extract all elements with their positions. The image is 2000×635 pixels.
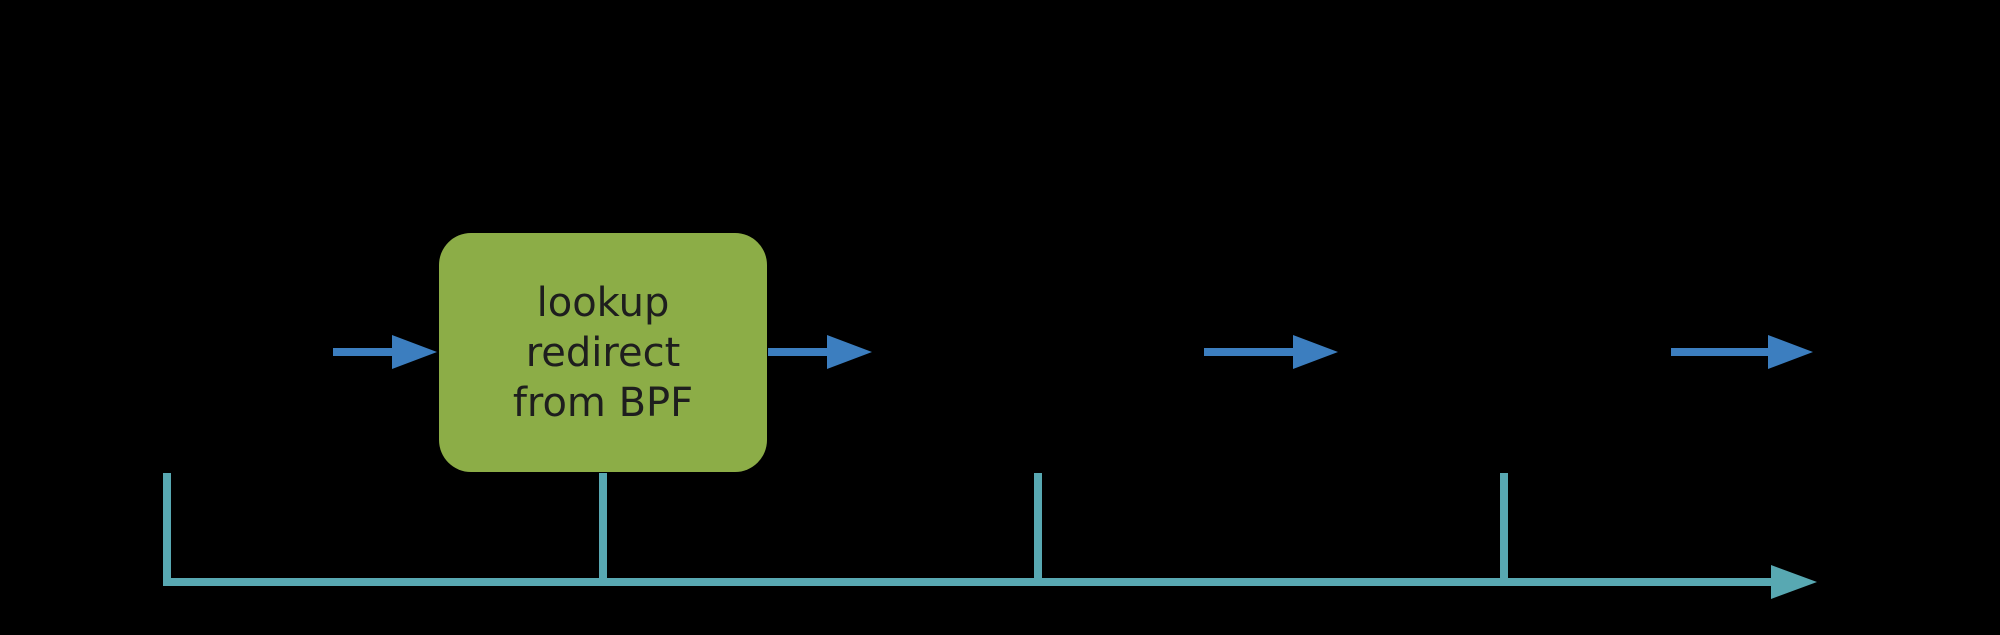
timeline-tick-1 [163,473,171,586]
timeline-axis [163,578,1771,586]
arrow-shaft [333,348,392,356]
arrow-shaft [1204,348,1293,356]
timeline-arrow-head-icon [1771,565,1817,599]
lookup-redirect-box: lookup redirect from BPF [439,233,767,472]
arrow-head [827,335,872,369]
arrow-shaft [768,348,827,356]
arrow-head [1768,335,1813,369]
timeline-tick-3 [1034,473,1042,586]
arrow-shaft [1671,348,1768,356]
timeline-tick-2 [599,473,607,586]
box-label-line-2: redirect [525,329,681,376]
box-label-line-1: lookup [536,279,670,326]
box-label-line-3: from BPF [512,379,694,426]
arrow-head [392,335,437,369]
arrow-head [1293,335,1338,369]
timeline-tick-4 [1500,473,1508,586]
